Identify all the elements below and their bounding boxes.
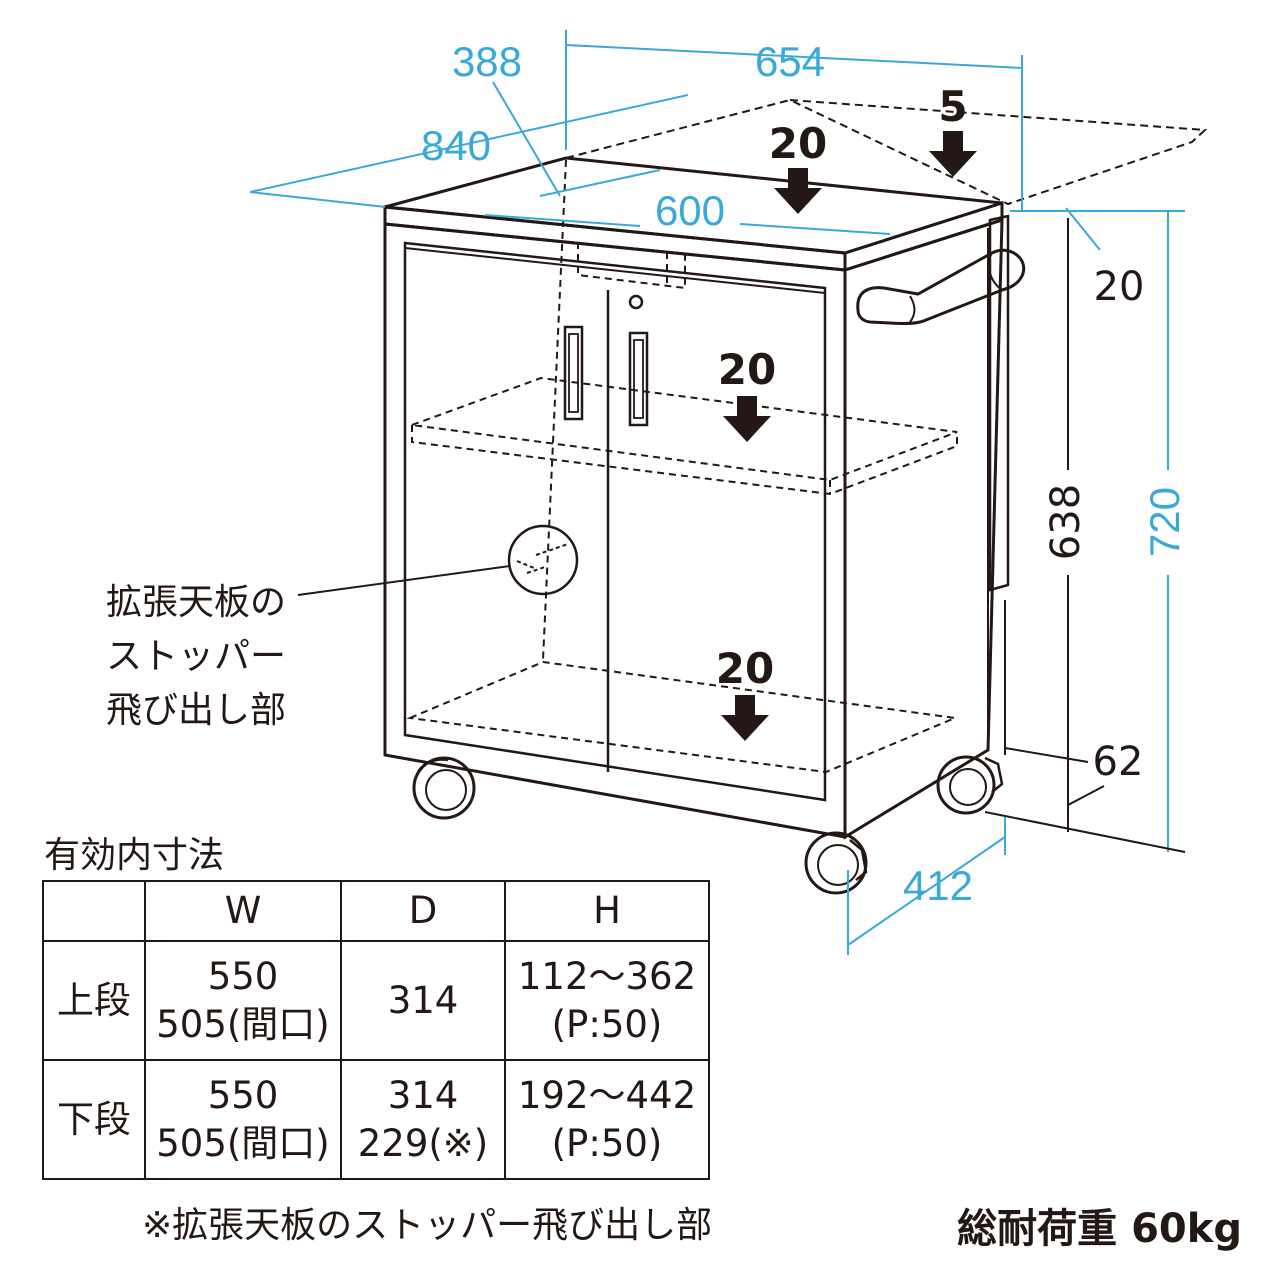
spec-header-d: D: [340, 880, 506, 942]
footnote: ※拡張天板のストッパー飛び出し部: [142, 1205, 713, 1246]
lower-w-cell: 550 505(間口): [144, 1059, 342, 1180]
row-label-lower: 下段: [42, 1059, 146, 1180]
callout-line3: 飛び出し部: [106, 690, 286, 731]
spec-header-h: H: [504, 880, 710, 942]
lower-shelf: [406, 660, 959, 774]
upper-d-cell: 314: [340, 940, 506, 1061]
upper-w-cell: 550 505(間口): [144, 940, 342, 1061]
total-load-label: 総耐荷重 60kg: [957, 1206, 1242, 1252]
spec-header-blank: [42, 880, 146, 942]
left-door-handle: [563, 325, 584, 421]
caster-front-left: [412, 756, 476, 820]
down-arrow-icon: [774, 168, 822, 214]
top-rail-line: [404, 247, 826, 294]
upper-shelf-front-edge: [411, 425, 958, 496]
lower-w-value: 550: [207, 1073, 279, 1117]
right-door-handle: [628, 331, 649, 427]
down-arrow-icon: [721, 695, 769, 741]
upper-h-value: 112～362: [517, 954, 697, 998]
upper-h-pitch: (P:50): [551, 1002, 663, 1046]
stopper-icon: [516, 543, 569, 574]
right-door-handle-inner: [633, 339, 644, 419]
down-arrow-icon: [723, 396, 771, 442]
cart-body: [383, 156, 1026, 895]
top-board-front-edge: [383, 205, 847, 272]
row-label-upper: 上段: [42, 940, 146, 1061]
spec-table: W D H 上段 550 505(間口) 314 112～362 (P:50) …: [42, 880, 710, 1180]
lower-h-pitch: (P:50): [551, 1121, 663, 1165]
lower-w-opening: 505(間口): [156, 1121, 330, 1165]
extension-top-outline: [789, 99, 1208, 206]
caster-front-right: [804, 831, 868, 895]
dimension-lines-dark: [984, 218, 1186, 853]
callout-line2: ストッパー: [106, 636, 286, 677]
door-lock: [628, 294, 644, 310]
lower-d-value: 314: [387, 1073, 459, 1117]
left-door-handle-inner: [568, 333, 579, 413]
callout-line1: 拡張天板の: [106, 582, 286, 623]
upper-w-value: 550: [207, 954, 279, 998]
dim-62-label: 62: [1093, 739, 1144, 785]
dimension-lines: [249, 30, 1185, 955]
lower-h-cell: 192～442 (P:50): [504, 1059, 710, 1180]
dim-638-label: 638: [1043, 484, 1089, 560]
side-handle-inner: [909, 295, 916, 323]
extension-back-edge: [565, 99, 791, 159]
dim-600-label: 600: [655, 187, 725, 234]
callout-leader: [297, 565, 511, 596]
load-marker-extension: 5: [929, 82, 977, 177]
spec-header-w: W: [144, 880, 342, 942]
dim-840-label: 840: [421, 122, 491, 169]
extension-plate: [988, 214, 1010, 592]
table-row: 下段 550 505(間口) 314 229(※) 192～442 (P:50): [42, 1059, 710, 1180]
front-frame-inner: [403, 241, 827, 802]
load-marker-top: 20: [769, 119, 827, 214]
load-top-label: 20: [769, 119, 827, 168]
load-upper-shelf-label: 20: [718, 345, 776, 394]
spec-table-caption: 有効内寸法: [44, 835, 225, 876]
down-arrow-icon: [929, 131, 977, 177]
spec-table-header-row: W D H: [42, 880, 710, 942]
load-lower-shelf-label: 20: [716, 644, 774, 693]
hidden-bracket: [577, 242, 686, 290]
side-panel: [843, 217, 1004, 840]
load-marker-upper-shelf: 20: [718, 345, 776, 442]
table-row: 上段 550 505(間口) 314 112～362 (P:50): [42, 940, 710, 1061]
upper-d-value: 314: [387, 978, 459, 1022]
upper-h-cell: 112～362 (P:50): [504, 940, 710, 1061]
side-handle-end: [987, 252, 1003, 291]
dim-654-label: 654: [755, 38, 825, 85]
lower-d-stopper: 229(※): [357, 1121, 489, 1165]
dim-720-label: 720: [1141, 487, 1188, 557]
upper-shelf: [411, 376, 958, 482]
hidden-back-corner: [542, 159, 567, 661]
lower-h-value: 192～442: [517, 1073, 697, 1117]
dim-20-side-label: 20: [1094, 264, 1145, 310]
lower-d-cell: 314 229(※): [340, 1059, 506, 1180]
upper-w-opening: 505(間口): [156, 1002, 330, 1046]
dim-388-label: 388: [452, 38, 522, 85]
caster-back-right: [936, 755, 1004, 815]
stopper-circle: [507, 524, 579, 596]
load-extension-label: 5: [938, 82, 967, 131]
load-marker-lower-shelf: 20: [716, 644, 774, 741]
dim-412-label: 412: [903, 862, 973, 909]
side-handle: [856, 248, 1026, 326]
